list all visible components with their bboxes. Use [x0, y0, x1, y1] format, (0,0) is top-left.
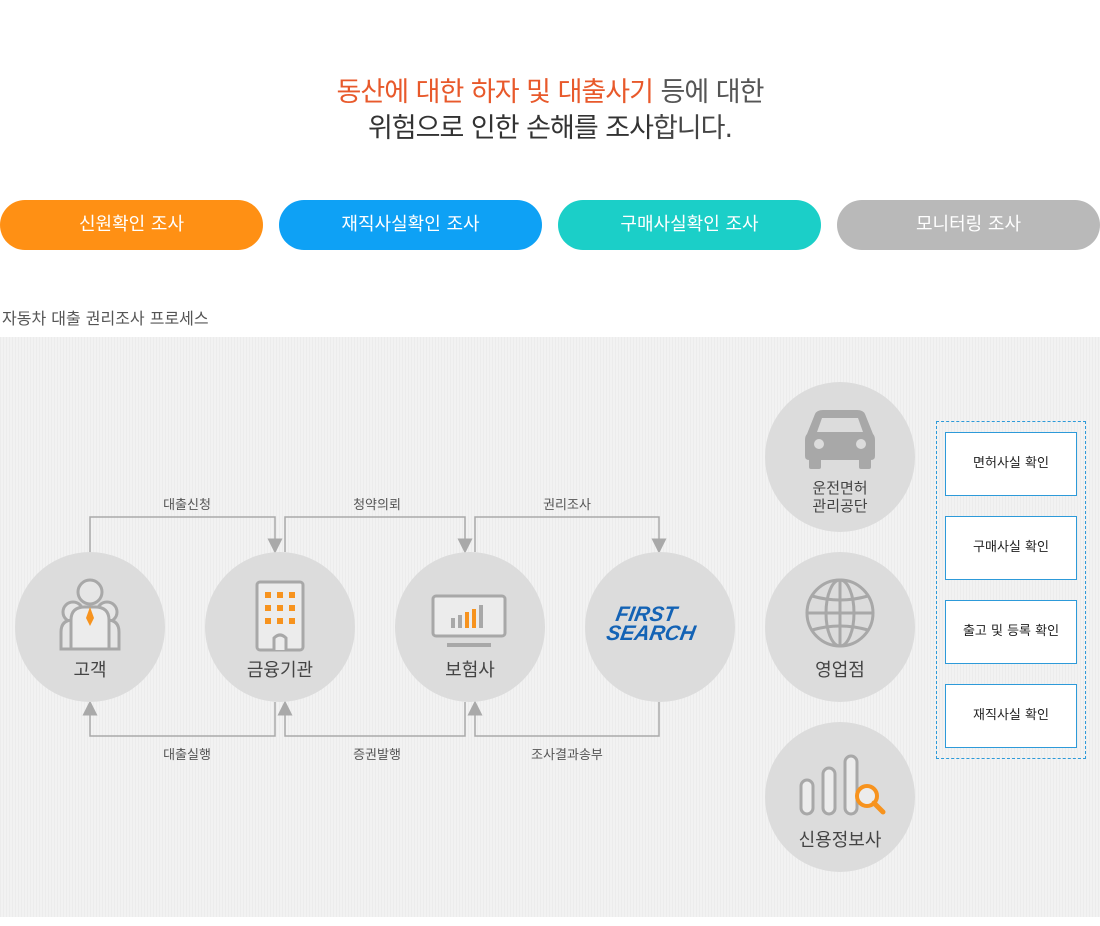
- arrow-loan-execution: [82, 700, 276, 737]
- first-search-logo: FIRST SEARCH: [605, 603, 698, 645]
- arrow-subscription-request: [284, 516, 473, 554]
- tab-identity-check[interactable]: 신원확인 조사: [0, 200, 263, 250]
- node-license-authority: 운전면허 관리공단: [765, 382, 915, 532]
- logo-text-first: FIRST: [614, 603, 681, 626]
- bar-search-icon: [799, 754, 886, 816]
- process-title: 자동차 대출 권리조사 프로세스: [2, 309, 209, 328]
- check-employment[interactable]: 재직사실 확인: [945, 684, 1077, 748]
- arrow-label-result-delivery: 조사결과송부: [531, 748, 603, 763]
- logo-text-search: SEARCH: [605, 622, 698, 645]
- tab-purchase-check[interactable]: 구매사실확인 조사: [558, 200, 821, 250]
- check-release-registration[interactable]: 출고 및 등록 확인: [945, 600, 1077, 664]
- arrow-policy-issue: [277, 700, 466, 737]
- node-first-search: FIRST SEARCH: [585, 552, 735, 702]
- check-license[interactable]: 면허사실 확인: [945, 432, 1077, 496]
- globe-icon: [805, 578, 875, 648]
- arrow-result-delivery: [467, 700, 660, 737]
- arrow-rights-investigation: [474, 516, 667, 554]
- node-insurer: 보험사: [395, 552, 545, 702]
- arrow-label-loan-execution: 대출실행: [163, 748, 211, 763]
- headline-highlight: 동산에 대한 하자 및 대출사기: [336, 77, 654, 108]
- headline-text-end: 합니다.: [652, 113, 733, 144]
- node-customer-label: 고객: [73, 660, 107, 681]
- customer-icon: [59, 578, 121, 651]
- node-credit-agency: 신용정보사: [765, 722, 915, 872]
- verification-list: 면허사실 확인 구매사실 확인 출고 및 등록 확인 재직사실 확인: [936, 421, 1086, 759]
- node-customer: 고객: [15, 552, 165, 702]
- arrow-loan-request: [89, 516, 283, 554]
- headline-text: 등에 대한: [652, 77, 765, 108]
- tab-monitoring[interactable]: 모니터링 조사: [837, 200, 1100, 250]
- node-bank-label: 금융기관: [246, 660, 314, 681]
- headline-emphasis: 위험으로 인한 손해를 조사: [367, 113, 654, 144]
- arrow-label-rights-investigation: 권리조사: [543, 498, 591, 513]
- arrow-label-policy-issue: 증권발행: [353, 748, 401, 763]
- tab-employment-check[interactable]: 재직사실확인 조사: [279, 200, 542, 250]
- headline-line-2: 위험으로 인한 손해를 조사합니다.: [0, 106, 1100, 145]
- arrow-label-loan-request: 대출신청: [163, 498, 211, 513]
- node-license-authority-label-1: 운전면허: [812, 479, 868, 497]
- node-license-authority-label-2: 관리공단: [812, 497, 868, 515]
- monitor-chart-icon: [431, 594, 507, 647]
- car-icon: [805, 410, 875, 469]
- node-insurer-label: 보험사: [445, 660, 495, 681]
- node-bank: 금융기관: [205, 552, 355, 702]
- headline-line-1: 동산에 대한 하자 및 대출사기 등에 대한: [0, 70, 1100, 109]
- building-icon: [255, 580, 305, 652]
- arrow-label-subscription-request: 청약의뢰: [353, 498, 401, 513]
- check-purchase[interactable]: 구매사실 확인: [945, 516, 1077, 580]
- node-sales-office-label: 영업점: [815, 660, 865, 681]
- node-credit-agency-label: 신용정보사: [798, 830, 882, 851]
- process-diagram-panel: [0, 337, 1100, 917]
- node-sales-office: 영업점: [765, 552, 915, 702]
